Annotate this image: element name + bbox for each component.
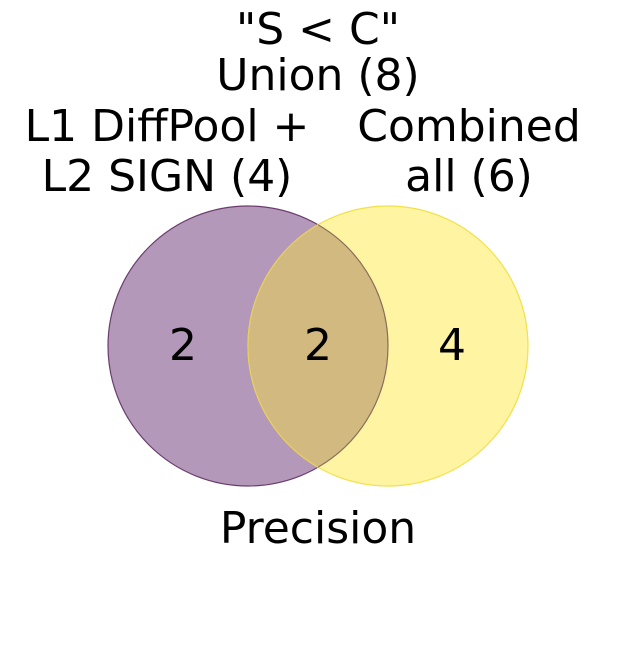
- set-b-label-line1: Combined: [357, 101, 581, 152]
- diagram-caption: Precision: [219, 503, 417, 554]
- intersection-count: 2: [304, 320, 332, 371]
- set-b-label-line2: all (6): [405, 151, 533, 202]
- set-a-only-count: 2: [169, 320, 197, 371]
- intersection-region: [248, 206, 388, 486]
- set-a-outline-overlap: [317, 224, 389, 468]
- diagram-title: "S < C": [236, 4, 400, 55]
- set-b-only-count: 4: [438, 320, 466, 371]
- diagram-subtitle: Union (8): [216, 50, 420, 101]
- set-a-label-line1: L1 DiffPool +: [24, 101, 310, 152]
- set-b-outline-overlap: [247, 224, 319, 468]
- set-a-label-line2: L2 SIGN (4): [41, 151, 293, 202]
